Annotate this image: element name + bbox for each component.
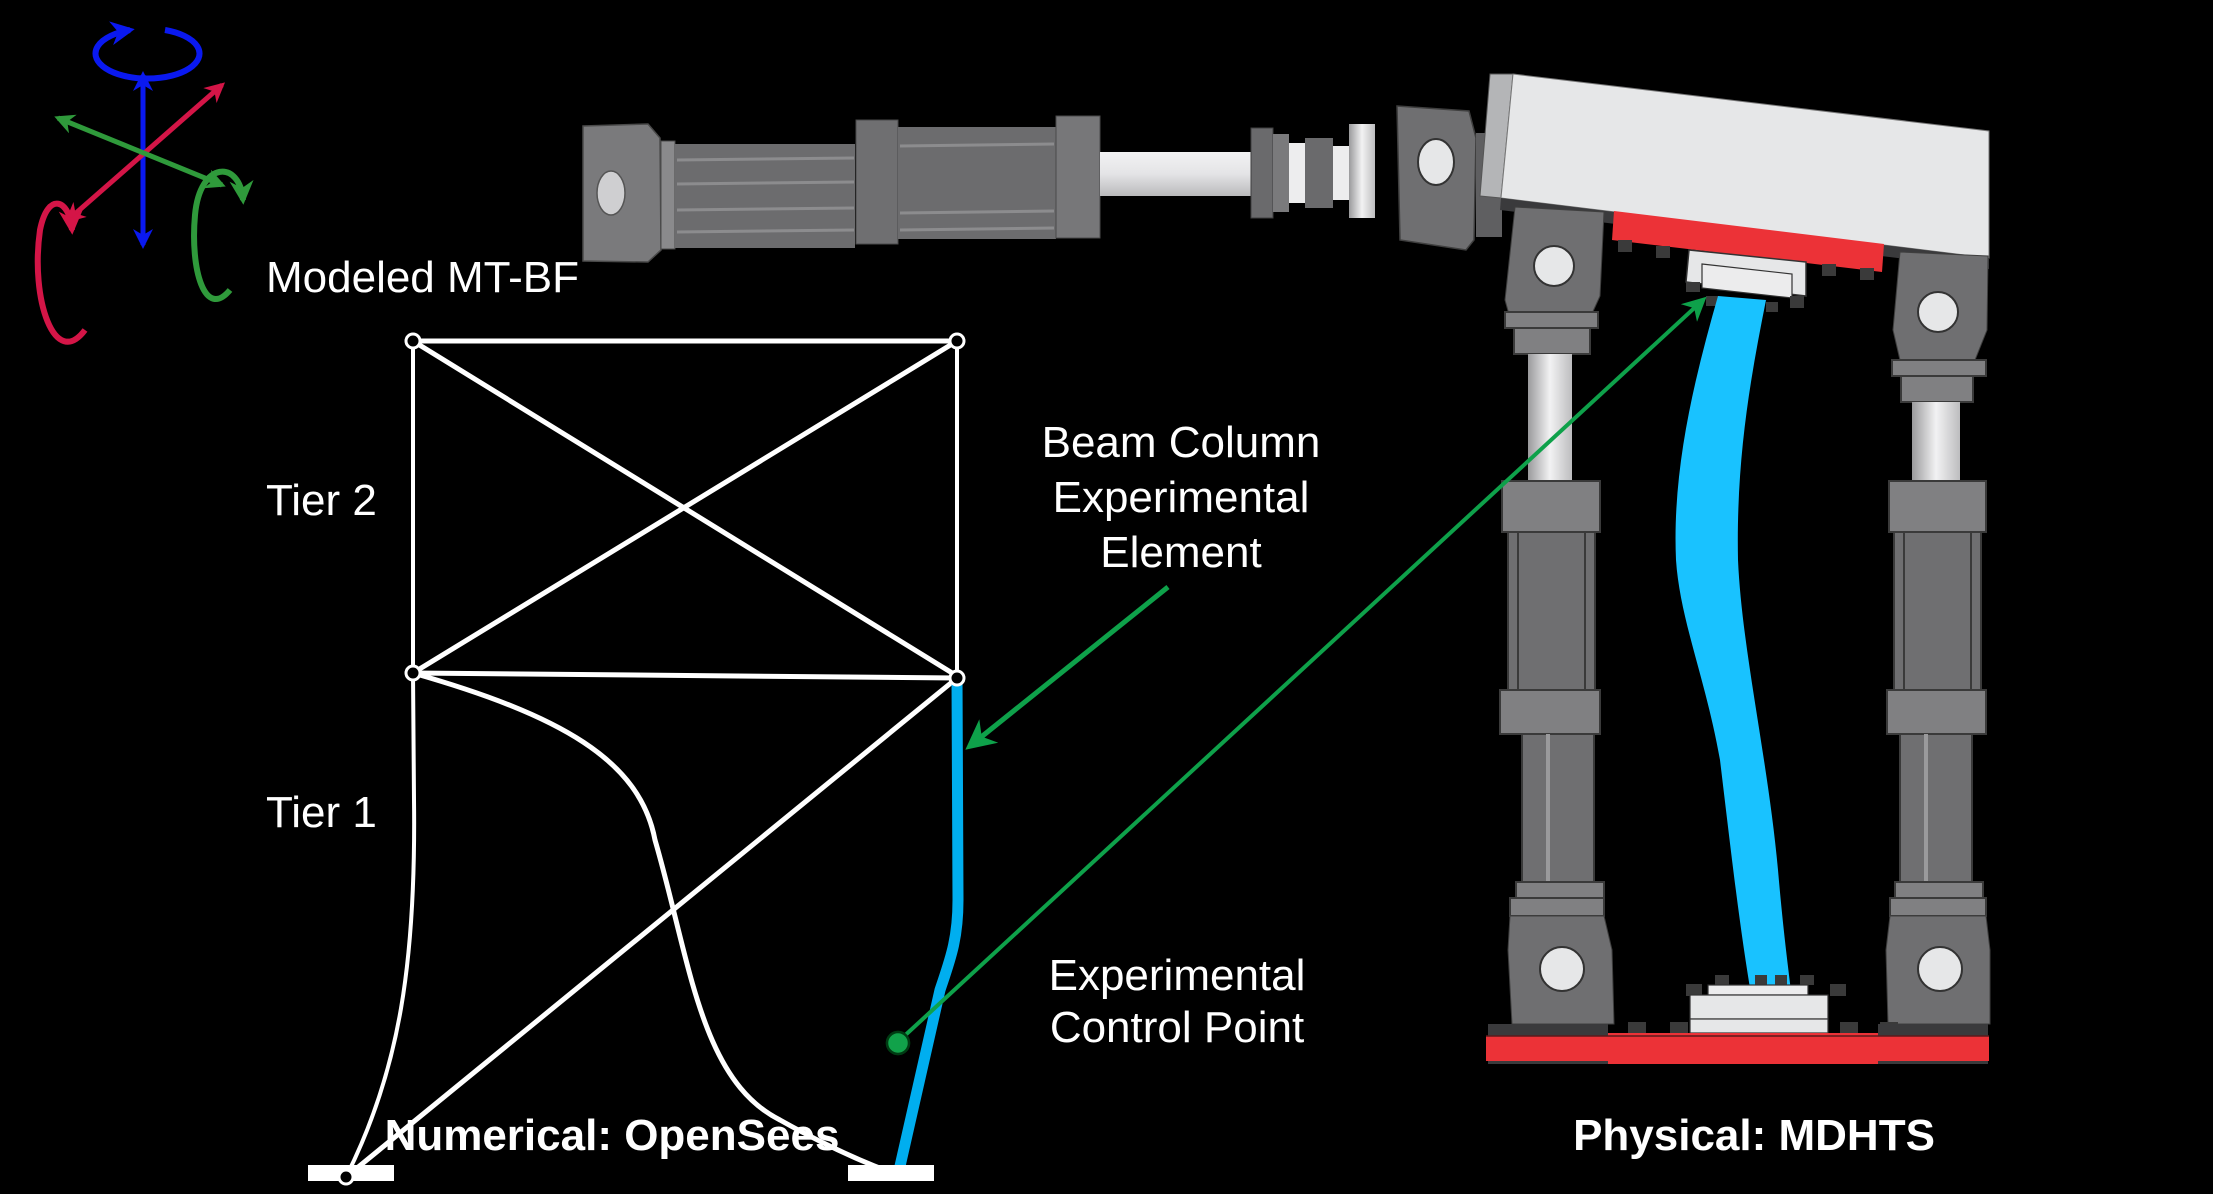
control-point-callout-line-1: Experimental <box>1049 951 1306 1000</box>
left-top-pin <box>1533 245 1575 287</box>
load-cell-neck <box>1289 143 1305 203</box>
element-callout-line-3: Element <box>1100 528 1261 577</box>
base-plate <box>1486 1022 1989 1064</box>
node-base-left <box>337 1168 355 1186</box>
node-top-right <box>948 332 966 350</box>
tier-1-top-beam <box>410 670 960 681</box>
x-rotation-icon <box>34 200 88 345</box>
right-top-collar <box>1891 359 1987 377</box>
top-red-plate <box>1612 211 1884 272</box>
swivel-neck <box>1333 146 1349 200</box>
base-red-bottom <box>1486 1036 1989 1061</box>
6-dof-axes-icon <box>34 21 254 345</box>
right-cylinder-lower-body <box>1899 733 1973 883</box>
top-plate-bolts <box>1618 240 1874 280</box>
node-mid-right <box>948 669 966 687</box>
left-cylinder-mid-cap <box>1499 689 1601 735</box>
tier-1-label: Tier 1 <box>266 788 377 837</box>
bottom-clamp-base <box>1689 1018 1829 1034</box>
braced-frame-model <box>308 332 966 1186</box>
left-cylinder-lower-body <box>1521 733 1595 883</box>
left-cylinder-upper-body <box>1507 531 1596 691</box>
right-top-neck <box>1900 375 1974 403</box>
control-point-callout-line-2: Control Point <box>1050 1003 1304 1052</box>
bottom-clamp <box>1686 975 1846 1034</box>
right-top-pin <box>1917 291 1959 333</box>
left-cylinder-bottom-cap <box>1515 881 1605 899</box>
tier-1-brace-straight <box>343 675 960 1180</box>
mdhts-test-rig <box>582 73 1991 1064</box>
right-rod <box>1912 402 1960 482</box>
load-cell-ring-1 <box>1250 127 1274 219</box>
left-top-collar <box>1504 311 1599 329</box>
right-vertical-actuator <box>1885 251 1991 1025</box>
right-cylinder-bottom-cap <box>1894 881 1984 899</box>
tier-1-left-column-deformed <box>344 672 417 1178</box>
numerical-caption: Numerical: OpenSees <box>385 1111 840 1160</box>
actuator-barrel-stripes <box>676 142 1055 234</box>
left-rod <box>1528 354 1572 482</box>
left-top-neck <box>1513 327 1591 355</box>
right-bottom-collar <box>1889 897 1987 917</box>
physical-specimen <box>1675 296 1792 1000</box>
load-cell-body <box>1305 138 1333 208</box>
actuator-rod <box>1100 152 1252 196</box>
element-callout-line-1: Beam Column <box>1042 418 1321 467</box>
physical-caption: Physical: MDHTS <box>1573 1111 1935 1160</box>
bottom-clamp-top <box>1707 984 1809 996</box>
crosshead <box>1479 73 1990 312</box>
element-callout: Beam Column Experimental Element <box>1042 418 1321 577</box>
left-bottom-pin <box>1539 946 1585 992</box>
actuator-front-head <box>1055 115 1101 239</box>
actuator-end-fitting-icon <box>596 170 626 216</box>
node-top-left <box>404 332 422 350</box>
element-callout-line-2: Experimental <box>1053 473 1310 522</box>
node-mid-left <box>404 664 422 682</box>
left-bottom-collar <box>1509 897 1605 917</box>
control-point-link-arrow <box>898 296 1707 1042</box>
tier-2-brace-b <box>410 338 960 676</box>
model-title: Modeled MT-BF <box>266 253 579 302</box>
y-rotation-icon <box>191 168 254 302</box>
control-point-callout: Experimental Control Point <box>1049 951 1306 1052</box>
control-point-marker <box>885 1030 911 1056</box>
swivel-ring <box>1349 124 1375 218</box>
actuator-barrel-mid-ring <box>855 119 899 245</box>
right-cylinder-upper-body <box>1893 531 1982 691</box>
swivel-pin <box>1417 138 1455 186</box>
experimental-element <box>892 672 964 1181</box>
bottom-clamp-mid <box>1689 994 1829 1020</box>
right-support <box>848 1165 934 1181</box>
right-cylinder-top-cap <box>1888 480 1987 533</box>
horizontal-actuator <box>582 105 1502 263</box>
right-cylinder-mid-cap <box>1886 689 1987 735</box>
y-axis-arrow <box>54 114 226 189</box>
load-cell-ring-2 <box>1273 134 1289 212</box>
tier-2-label: Tier 2 <box>266 476 377 525</box>
actuator-neck <box>660 140 676 250</box>
element-callout-arrow <box>965 585 1170 750</box>
left-cylinder-top-cap <box>1501 480 1601 533</box>
z-rotation-icon <box>92 21 203 82</box>
right-bottom-pin <box>1917 946 1963 992</box>
tier-1-brace-buckled <box>410 670 901 1178</box>
left-vertical-actuator <box>1499 206 1615 1025</box>
